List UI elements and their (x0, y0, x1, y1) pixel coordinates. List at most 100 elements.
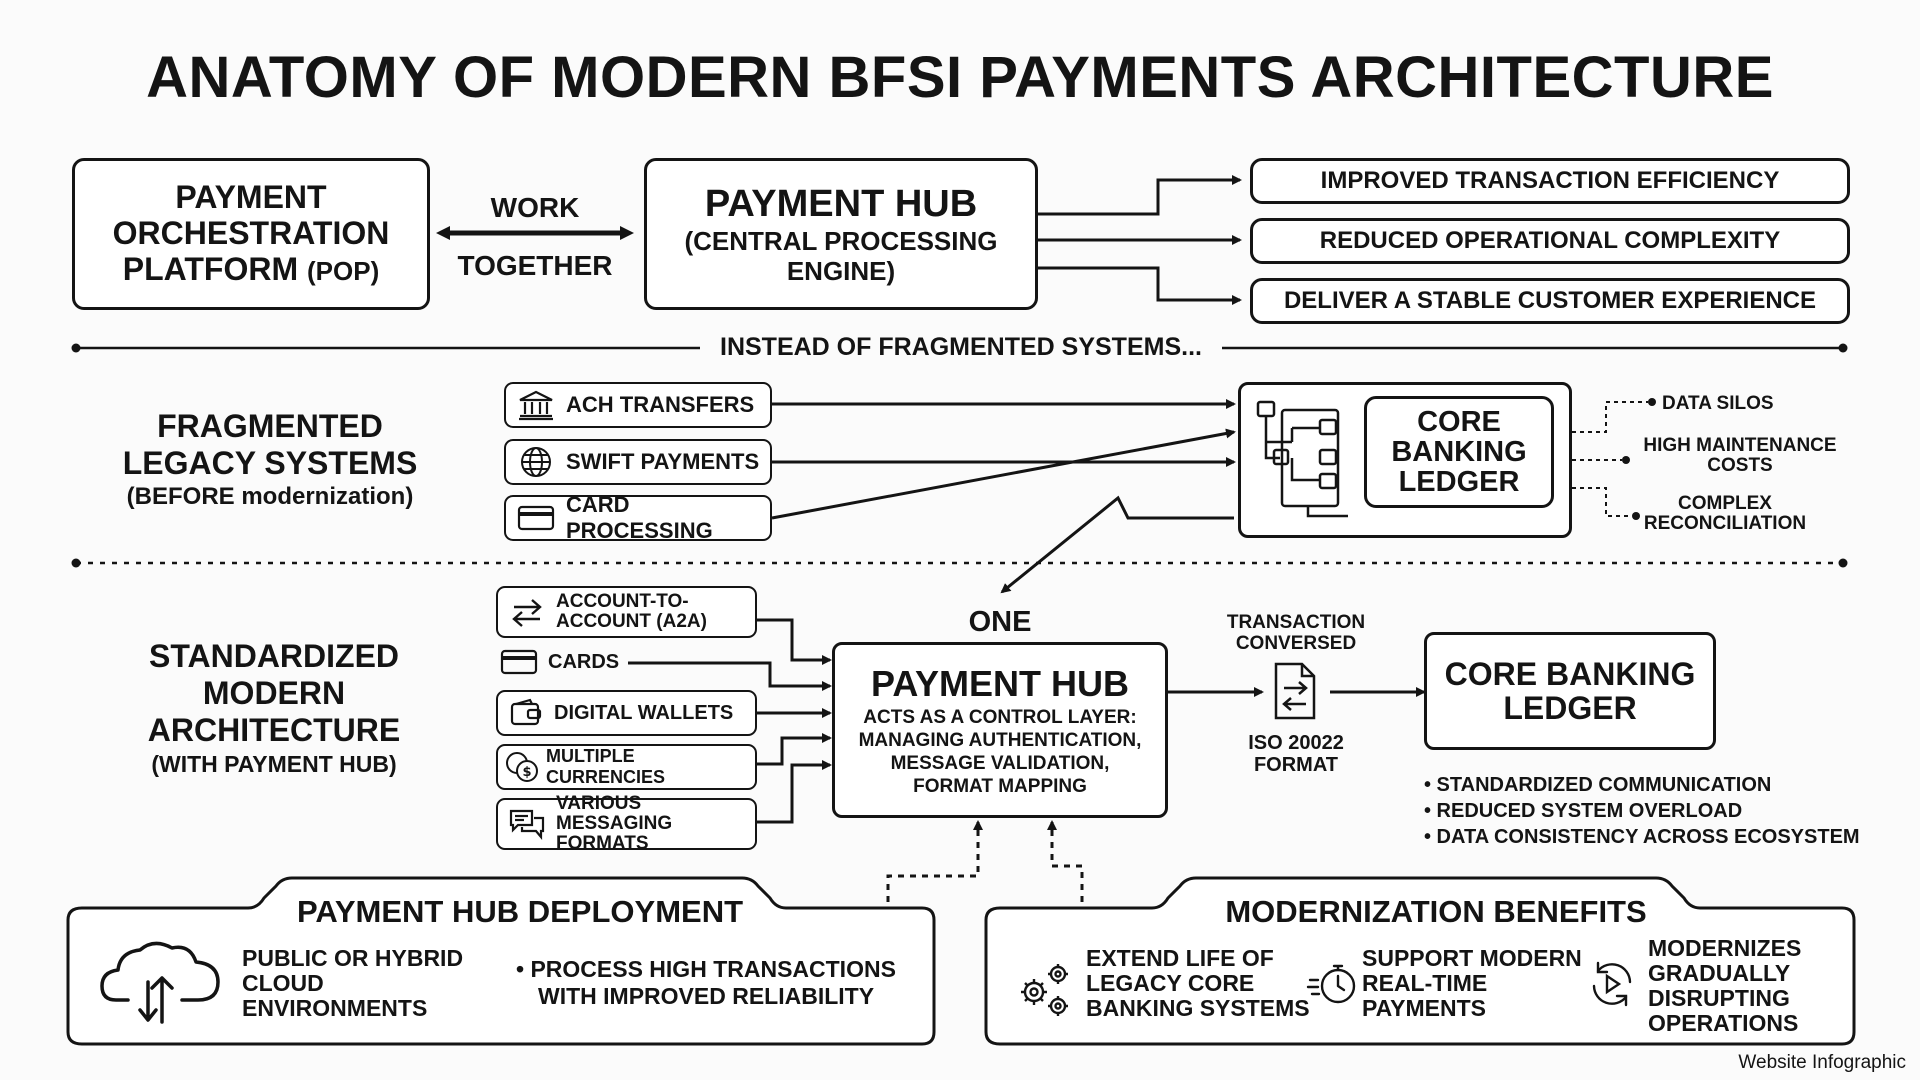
benefits-panel (984, 876, 1856, 1046)
support-realtime-label: SUPPORT MODERN REAL-TIME PAYMENTS (1362, 946, 1582, 1021)
issue-complex-reconciliation: COMPLEX RECONCILIATION (1640, 494, 1810, 534)
iso-label-2: FORMAT (1253, 754, 1339, 776)
messaging-label-1: VARIOUS MESSAGING (556, 793, 673, 834)
divider-label: INSTEAD OF FRAGMENTED SYSTEMS... (720, 333, 1202, 361)
hub-top-title: PAYMENT HUB (704, 183, 978, 225)
globe-icon (521, 447, 551, 477)
chat-bubbles-icon (509, 809, 545, 841)
extend-label-1: EXTEND LIFE OF (1086, 945, 1274, 971)
pop-line-1: PAYMENT (175, 179, 327, 215)
svg-text:$: $ (522, 765, 531, 780)
bullet-reduced-overload: • REDUCED SYSTEM OVERLOAD (1424, 800, 1743, 822)
legacy-ledger-1: CORE (1417, 406, 1501, 438)
a2a-pill: ACCOUNT-TO- ACCOUNT (A2A) (496, 586, 757, 638)
card-icon (517, 505, 555, 531)
multiple-currencies-pill: $ MULTIPLE CURRENCIES (496, 744, 757, 790)
fast-stopwatch-icon (1306, 964, 1356, 1004)
benefit-text-1: IMPROVED TRANSACTION EFFICIENCY (1320, 167, 1780, 194)
modern-title: STANDARDIZED MODERN ARCHITECTURE (WITH P… (106, 638, 442, 779)
hub-desc-2: MANAGING AUTHENTICATION, (858, 730, 1142, 751)
card-processing-label: CARD PROCESSING (566, 492, 713, 543)
support-label-1: SUPPORT MODERN (1362, 945, 1582, 971)
modernizes-label: MODERNIZES GRADUALLY DISRUPTING OPERATIO… (1648, 936, 1801, 1036)
hub-top-sub-1: (CENTRAL PROCESSING (684, 226, 998, 256)
cloud-environments-label: PUBLIC OR HYBRID CLOUD ENVIRONMENTS (242, 946, 463, 1021)
issue-complex-1: COMPLEX (1678, 493, 1772, 514)
modernizes-label-1: MODERNIZES (1648, 935, 1802, 961)
a2a-label-2: ACCOUNT (A2A) (556, 611, 707, 632)
messaging-label-2: FORMATS (556, 833, 649, 854)
modernizes-label-2: GRADUALLY (1648, 960, 1791, 986)
issue-high-maintenance-1: HIGH MAINTENANCE (1643, 435, 1837, 456)
messaging-formats-pill: VARIOUS MESSAGING FORMATS (496, 794, 757, 854)
extend-label-2: LEGACY CORE (1086, 970, 1255, 996)
ach-transfers-pill: ACH TRANSFERS (504, 382, 772, 428)
payment-hub-title: PAYMENT HUB (870, 663, 1130, 704)
hub-desc-4: FORMAT MAPPING (913, 776, 1087, 797)
modern-subtitle: (WITH PAYMENT HUB) (151, 751, 397, 777)
legacy-title: FRAGMENTED LEGACY SYSTEMS (BEFORE modern… (100, 408, 440, 512)
process-label-2: WITH IMPROVED RELIABILITY (538, 983, 875, 1009)
refresh-play-icon (1592, 961, 1632, 1007)
legacy-ledger-box: CORE BANKING LEDGER (1364, 396, 1554, 508)
pop-line-3: PLATFORM (122, 251, 299, 287)
work-label: WORK (490, 192, 580, 223)
tx-label-1: TRANSACTION (1226, 612, 1366, 633)
hub-desc-1: ACTS AS A CONTROL LAYER: (863, 707, 1137, 728)
gears-icon (1021, 964, 1068, 1016)
cloud-label-1: PUBLIC OR HYBRID (242, 945, 464, 971)
cloud-label-3: ENVIRONMENTS (242, 995, 428, 1021)
cloud-label-2: CLOUD (242, 970, 324, 996)
card-icon (500, 649, 538, 675)
benefit-box-2: REDUCED OPERATIONAL COMPLEXITY (1250, 218, 1850, 264)
digital-wallets-pill: DIGITAL WALLETS (496, 690, 757, 736)
swift-payments-pill: SWIFT PAYMENTS (504, 439, 772, 485)
pop-box: PAYMENT ORCHESTRATION PLATFORM (POP) (72, 158, 430, 310)
modernizes-label-3: DISRUPTING (1648, 985, 1790, 1011)
page-title: ANATOMY OF MODERN BFSI PAYMENTS ARCHITEC… (0, 44, 1920, 111)
bank-icon (519, 390, 553, 421)
ledger-to-one-arrow (1000, 495, 1234, 594)
multiple-currencies-label: MULTIPLE CURRENCIES (546, 746, 666, 787)
cards-item: CARDS (500, 648, 619, 676)
ach-transfers-label: ACH TRANSFERS (566, 392, 755, 417)
support-label-2: REAL-TIME (1362, 970, 1488, 996)
cards-label: CARDS (548, 650, 620, 673)
flowchart-icon (1256, 400, 1348, 518)
support-label-3: PAYMENTS (1362, 995, 1486, 1021)
legacy-title-1: FRAGMENTED (157, 408, 383, 444)
hub-to-benefit-1-arrow (1038, 175, 1242, 216)
benefit-box-1: IMPROVED TRANSACTION EFFICIENCY (1250, 158, 1850, 204)
deployment-panel (66, 876, 936, 1046)
extend-life-label: EXTEND LIFE OF LEGACY CORE BANKING SYSTE… (1086, 946, 1310, 1021)
modern-ledger-box: CORE BANKING LEDGER (1424, 632, 1716, 750)
together-label: TOGETHER (457, 250, 613, 281)
benefit-text-3: DELIVER A STABLE CUSTOMER EXPERIENCE (1283, 287, 1817, 314)
issue-high-maintenance: HIGH MAINTENANCE COSTS (1634, 436, 1846, 476)
extend-label-3: BANKING SYSTEMS (1086, 995, 1310, 1021)
hub-box-top: PAYMENT HUB (CENTRAL PROCESSING ENGINE) (644, 158, 1038, 310)
currency-coins-icon: $ (506, 752, 538, 782)
modern-ledger-1: CORE BANKING (1444, 656, 1696, 692)
modern-bullets: • STANDARDIZED COMMUNICATION • REDUCED S… (1424, 772, 1860, 850)
hub-to-benefit-3-arrow (1038, 266, 1242, 305)
transaction-conversed-label: TRANSACTION CONVERSED (1196, 612, 1396, 654)
issue-data-silos: DATA SILOS (1662, 393, 1774, 414)
one-label: ONE (968, 606, 1032, 638)
issue-complex-2: RECONCILIATION (1643, 513, 1807, 534)
process-label-1: • PROCESS HIGH TRANSACTIONS (516, 956, 896, 982)
process-high-transactions-label: • PROCESS HIGH TRANSACTIONS WITH IMPROVE… (516, 956, 896, 1010)
cloud-upload-icon (100, 941, 220, 1024)
tx-label-2: CONVERSED (1235, 633, 1357, 654)
bullet-standardized: • STANDARDIZED COMMUNICATION (1424, 774, 1772, 796)
payment-hub-box: PAYMENT HUB ACTS AS A CONTROL LAYER: MAN… (832, 642, 1168, 818)
document-exchange-icon (1274, 662, 1316, 720)
digital-wallets-label: DIGITAL WALLETS (554, 701, 734, 724)
card-processing-pill: CARD PROCESSING (504, 492, 772, 543)
hub-desc-3: MESSAGE VALIDATION, (890, 753, 1110, 774)
credit-text: Website Infographic (1738, 1052, 1906, 1073)
iso-label: ISO 20022 FORMAT (1216, 732, 1376, 776)
wallet-icon (510, 698, 542, 726)
pop-line-2: ORCHESTRATION (112, 215, 390, 251)
